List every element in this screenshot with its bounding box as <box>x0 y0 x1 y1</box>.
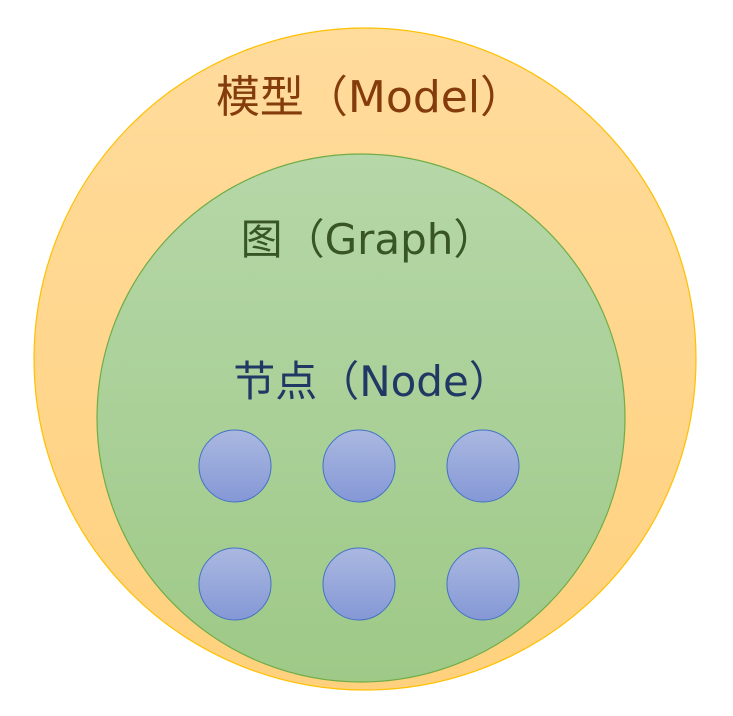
node-circle <box>322 547 396 621</box>
node-label: 节点（Node） <box>233 357 511 406</box>
node-circle <box>198 547 272 621</box>
node-circle <box>446 547 520 621</box>
node-circle <box>322 429 396 503</box>
node-circle <box>446 429 520 503</box>
node-circle <box>198 429 272 503</box>
model-label: 模型（Model） <box>216 72 524 123</box>
node-group <box>198 429 520 621</box>
graph-label: 图（Graph） <box>241 215 496 264</box>
